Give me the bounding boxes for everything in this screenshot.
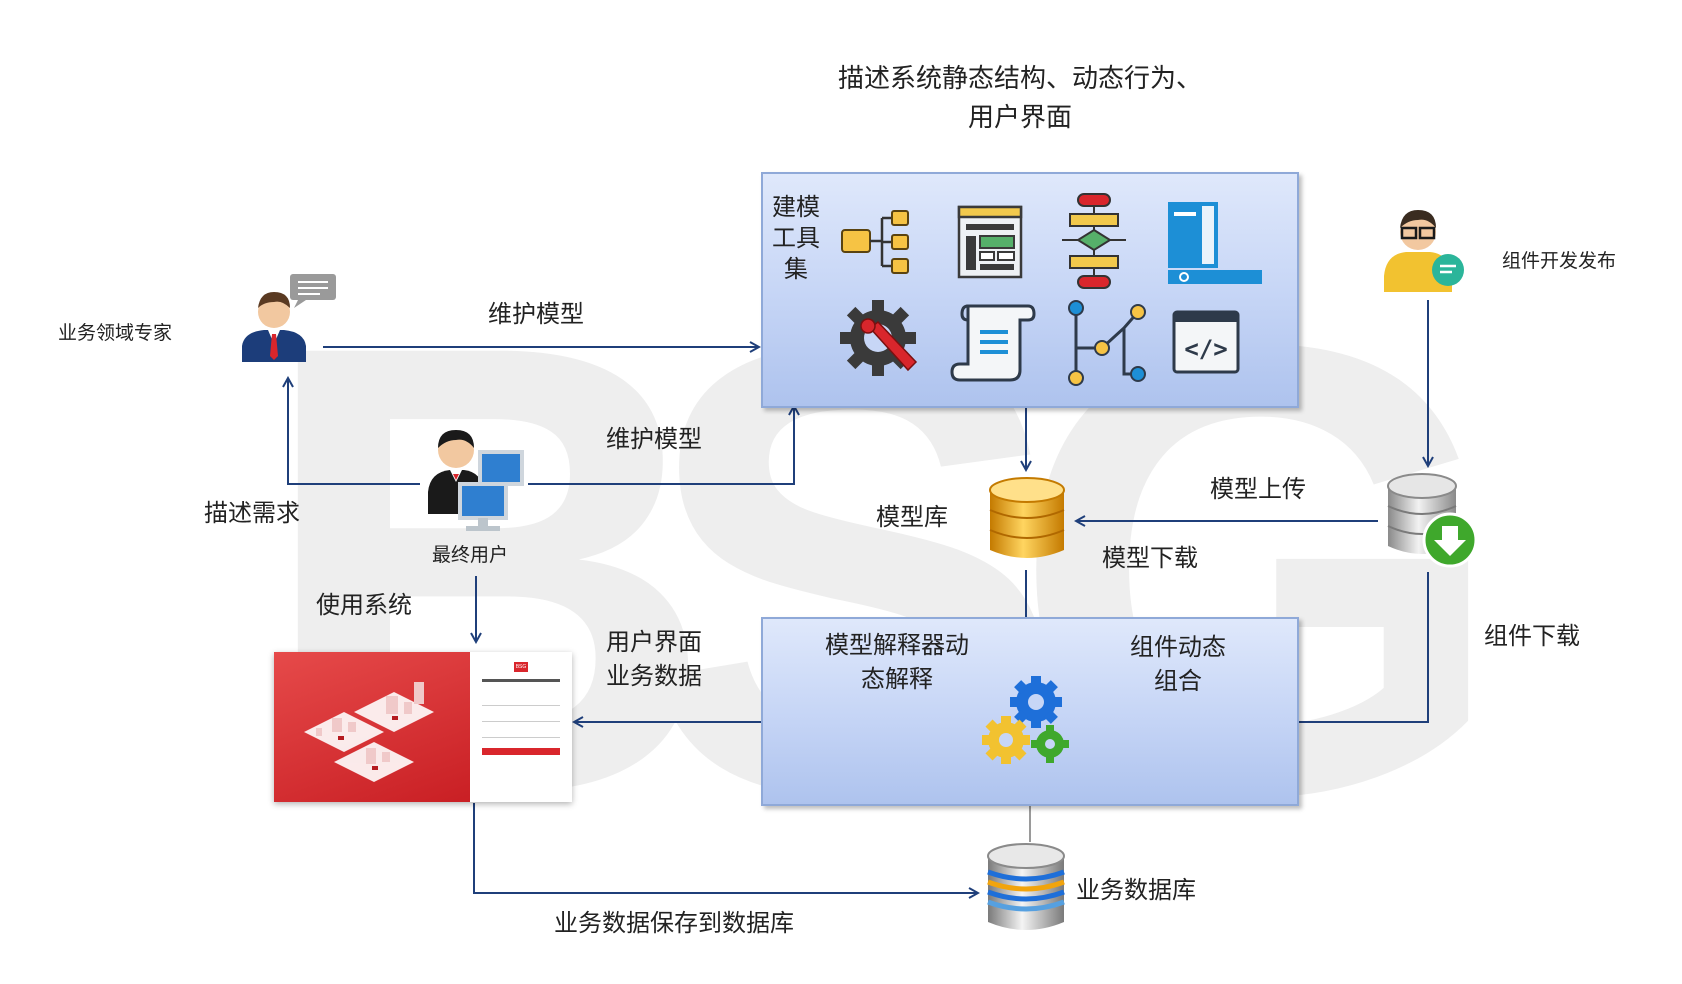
component-publisher-label: 组件开发发布 <box>1502 250 1617 272</box>
login-hero <box>274 652 470 802</box>
use-system-label: 使用系统 <box>316 591 412 619</box>
interpreter-label-line2: 态解释 <box>861 665 933 693</box>
domain-expert-avatar-icon <box>238 272 338 368</box>
window-sidebar-icon <box>1164 200 1264 290</box>
business-db-label: 业务数据库 <box>1076 876 1196 904</box>
top-caption: 描述系统静态结构、动态行为、 用户界面 <box>800 58 1240 134</box>
login-password-field[interactable] <box>482 714 560 722</box>
login-form: BSG <box>470 652 572 802</box>
modeling-tools-label: 建模 工具 集 <box>768 192 824 285</box>
dynamic-composition-line2: 组合 <box>1154 667 1202 695</box>
ui-business-data-line2: 业务数据 <box>606 662 702 690</box>
org-chart-icon <box>840 204 916 284</box>
maintain-model-label-1: 维护模型 <box>488 300 584 328</box>
flowchart-icon <box>1056 192 1132 296</box>
business-db-icon <box>984 842 1068 940</box>
interpreter-label: 模型解释器动 态解释 <box>808 628 986 696</box>
component-download-label: 组件下载 <box>1484 622 1580 650</box>
login-screen-preview: BSG <box>274 652 572 802</box>
component-server-icon <box>1384 470 1480 574</box>
gears-icon <box>978 672 1078 776</box>
login-captcha-field[interactable] <box>482 730 560 738</box>
modeling-label-line1: 建模 <box>772 193 820 221</box>
ui-business-data-label: 用户界面 业务数据 <box>606 625 702 693</box>
save-business-data-label: 业务数据保存到数据库 <box>554 909 794 937</box>
model-repo-db-icon <box>986 474 1068 570</box>
edge-user-to-expert <box>288 378 420 485</box>
gear-wrench-icon <box>838 298 926 390</box>
dynamic-composition-line1: 组件动态 <box>1130 633 1226 661</box>
ui-business-data-line1: 用户界面 <box>606 628 702 656</box>
top-caption-line2: 用户界面 <box>967 103 1072 133</box>
code-glyph: </> <box>1184 335 1227 363</box>
login-title-bar <box>482 679 560 682</box>
interpreter-label-line1: 模型解释器动 <box>825 631 969 659</box>
domain-expert-label: 业务领域专家 <box>58 322 173 344</box>
code-window-icon: </> <box>1172 310 1240 378</box>
top-caption-line1: 描述系统静态结构、动态行为、 <box>837 64 1202 94</box>
component-publisher-avatar-icon <box>1380 206 1470 300</box>
describe-requirements-label: 描述需求 <box>204 499 300 527</box>
form-layout-icon <box>956 204 1026 284</box>
scroll-document-icon <box>950 300 1036 388</box>
model-download-label: 模型下载 <box>1102 544 1198 572</box>
edge-screen-to-db <box>473 803 978 893</box>
modeling-label-line3: 集 <box>784 255 808 283</box>
login-submit-button[interactable] <box>482 748 560 755</box>
login-username-field[interactable] <box>482 698 560 706</box>
end-user-label: 最终用户 <box>432 544 509 566</box>
maintain-model-label-2: 维护模型 <box>606 425 702 453</box>
isometric-city-illustration <box>304 682 434 782</box>
login-logo: BSG <box>514 662 528 672</box>
dynamic-composition-label: 组件动态 组合 <box>1108 630 1248 698</box>
model-repo-label: 模型库 <box>876 503 948 531</box>
edge-user-to-panel <box>528 406 794 485</box>
end-user-avatar-icon <box>420 422 532 538</box>
node-path-icon <box>1064 298 1150 390</box>
model-upload-label: 模型上传 <box>1210 475 1306 503</box>
modeling-label-line2: 工具 <box>772 224 820 252</box>
